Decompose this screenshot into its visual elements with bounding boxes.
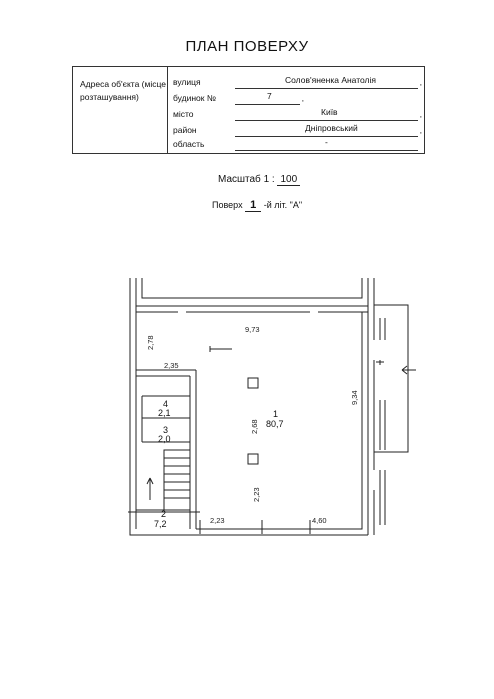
floor-suffix: -й літ. "А" xyxy=(263,200,303,210)
room-1-area: 80,7 xyxy=(266,419,284,429)
room-1-number: 1 xyxy=(273,409,278,419)
street-label: вулиця xyxy=(173,77,201,87)
address-caption: Адреса об'єкта (місце розташування) xyxy=(73,67,168,153)
building-value: 7 xyxy=(267,91,272,101)
building-row: будинок № 7 , xyxy=(173,91,304,105)
dim-right-side: 9,34 xyxy=(350,390,359,405)
dim-corridor: 2,35 xyxy=(164,361,179,370)
address-table: Адреса об'єкта (місце розташування) вули… xyxy=(72,66,425,154)
building-label: будинок № xyxy=(173,93,216,103)
room-3-number: 3 xyxy=(163,425,168,435)
room-2-area: 7,2 xyxy=(154,519,167,529)
room-2-number: 2 xyxy=(161,509,166,519)
scale-line: Масштаб 1 : 100 xyxy=(218,174,301,186)
city-value: Київ xyxy=(321,107,338,117)
dim-inner-low: 2,23 xyxy=(252,487,261,502)
floor-value: 1 xyxy=(245,199,262,212)
dim-bottom-left: 2,23 xyxy=(210,516,225,525)
district-label: район xyxy=(173,125,197,135)
dim-top-width: 9,73 xyxy=(245,325,260,334)
region-label: область xyxy=(173,139,205,149)
scale-prefix: 1 : xyxy=(263,174,275,185)
dim-bottom-right: 4,60 xyxy=(312,516,327,525)
city-row: місто Київ , xyxy=(173,107,422,121)
district-row: район Дніпровський , xyxy=(173,123,422,137)
room-4-number: 4 xyxy=(163,399,168,409)
room-3-area: 2,0 xyxy=(158,434,171,444)
floor-line: Поверх 1 -й літ. "А" xyxy=(212,199,302,212)
street-row: вулиця Солов'яненка Анатолія , xyxy=(173,75,422,89)
district-value: Дніпровський xyxy=(305,123,358,133)
street-value: Солов'яненка Анатолія xyxy=(285,75,377,85)
region-value: - xyxy=(325,137,328,147)
scale-label: Масштаб xyxy=(218,174,261,185)
dim-upper-left: 2,78 xyxy=(146,335,155,350)
dim-inner-mid: 2,68 xyxy=(250,419,259,434)
scale-value: 100 xyxy=(277,174,301,186)
page-title: ПЛАН ПОВЕРХУ xyxy=(185,38,309,55)
room-4-area: 2,1 xyxy=(158,408,171,418)
city-label: місто xyxy=(173,109,194,119)
floor-label: Поверх xyxy=(212,200,243,210)
region-row: область - xyxy=(173,137,418,151)
